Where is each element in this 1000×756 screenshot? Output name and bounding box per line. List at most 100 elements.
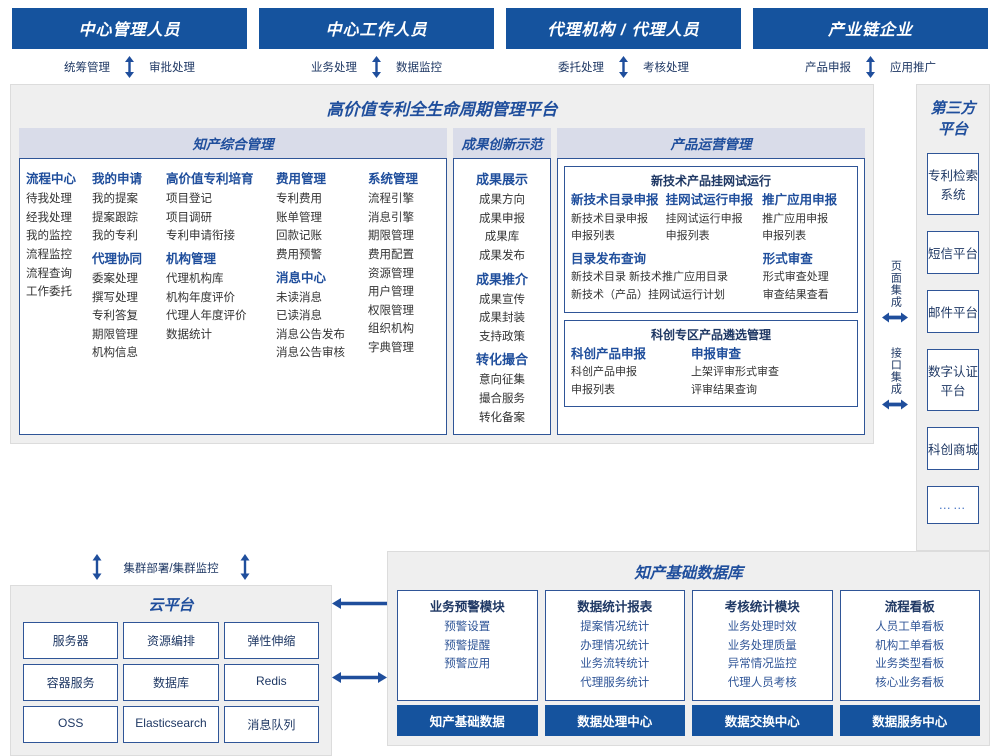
actor-title[interactable]: 代理机构 / 代理人员 (506, 8, 741, 49)
module-item[interactable]: 提案跟踪 (92, 211, 138, 224)
module-group-title[interactable]: 目录发布查询 (571, 251, 647, 266)
module-item[interactable]: 专利答复 (92, 310, 138, 323)
database-item[interactable]: 人员工单看板 (875, 621, 945, 633)
module-item[interactable]: 已读消息 (276, 310, 322, 323)
module-item[interactable]: 审查结果查看 (762, 289, 829, 302)
third-party-item[interactable]: 科创商城 (927, 427, 979, 470)
database-item[interactable]: 异常情况监控 (727, 658, 797, 671)
database-item[interactable]: 预警提醒 (444, 639, 491, 652)
module-item[interactable]: 申报列表 (571, 383, 615, 396)
module-item[interactable]: 费用配置 (368, 248, 414, 261)
module-item[interactable]: 项目调研 (166, 211, 212, 224)
module-item[interactable]: 转化备案 (479, 411, 525, 424)
module-item[interactable]: 专利申请衔接 (166, 230, 235, 243)
database-footer[interactable]: 数据处理中心 (544, 704, 685, 736)
module-item[interactable]: 权限管理 (368, 304, 414, 317)
cloud-item[interactable]: Redis (223, 664, 319, 701)
module-item[interactable]: 撮合服务 (479, 393, 525, 405)
third-party-item[interactable]: 数字认证平台 (927, 349, 979, 411)
module-item[interactable]: 委案处理 (92, 272, 138, 285)
module-item[interactable]: 资源管理 (368, 267, 414, 280)
module-group-title[interactable]: 推广应用申报 (762, 193, 838, 207)
module-item[interactable]: 用户管理 (368, 286, 414, 299)
cloud-item[interactable]: 服务器 (23, 622, 119, 659)
module-item[interactable]: 工作委托 (26, 286, 72, 299)
module-item[interactable]: 经我处理 (26, 211, 72, 224)
module-item[interactable]: 字典管理 (368, 342, 414, 354)
module-item[interactable]: 未读消息 (276, 291, 322, 304)
module-item[interactable]: 我的监控 (26, 230, 72, 243)
module-group-title[interactable]: 系统管理 (368, 172, 419, 186)
database-item[interactable]: 业务类型看板 (875, 658, 945, 671)
database-footer[interactable]: 数据服务中心 (839, 704, 980, 736)
module-group-title[interactable]: 代理协同 (92, 251, 143, 266)
actor-title[interactable]: 产业链企业 (753, 8, 988, 49)
database-item[interactable]: 业务处理质量 (727, 639, 797, 652)
module-item[interactable]: 挂网试运行申报 (665, 212, 743, 225)
module-item[interactable]: 专利费用 (276, 193, 322, 205)
module-group-title[interactable]: 新技术目录申报 (571, 193, 659, 207)
database-item[interactable]: 机构工单看板 (875, 639, 945, 652)
module-group-title[interactable]: 高价值专利培育 (166, 172, 254, 186)
module-item[interactable]: 上架评审形式审查 (691, 366, 779, 379)
module-item[interactable]: 申报列表 (571, 230, 615, 243)
module-item[interactable]: 撰写处理 (92, 291, 138, 304)
cloud-item[interactable]: 容器服务 (23, 664, 119, 701)
module-item[interactable]: 新技术目录申报 (571, 212, 648, 225)
database-item[interactable]: 业务处理时效 (727, 621, 797, 633)
module-group-title[interactable]: 费用管理 (276, 172, 327, 186)
actor-title[interactable]: 中心工作人员 (259, 8, 494, 49)
third-party-item[interactable]: 短信平台 (927, 231, 979, 274)
database-card-title[interactable]: 业务预警模块 (429, 600, 505, 614)
actor-title[interactable]: 中心管理人员 (12, 8, 247, 49)
module-item[interactable]: 推广应用申报 (762, 212, 829, 225)
module-group-title[interactable]: 流程中心 (26, 172, 77, 186)
module-group-title[interactable]: 转化撮合 (475, 352, 528, 368)
module-item[interactable]: 代理机构库 (166, 272, 224, 285)
module-item[interactable]: 形式审查处理 (762, 271, 829, 284)
module-group-title[interactable]: 消息中心 (276, 270, 327, 285)
module-item[interactable]: 待我处理 (26, 193, 72, 205)
module-item[interactable]: 代理人年度评价 (166, 310, 247, 323)
module-item[interactable]: 流程监控 (26, 248, 72, 261)
module-item[interactable]: 消息公告发布 (276, 328, 345, 341)
module-item[interactable]: 成果宣传 (479, 293, 525, 306)
database-item[interactable]: 办理情况统计 (580, 639, 650, 652)
module-group-title[interactable]: 成果展示 (475, 172, 528, 187)
module-item[interactable]: 评审结果查询 (691, 383, 757, 396)
module-group-title[interactable]: 形式审查 (762, 251, 813, 266)
database-item[interactable]: 业务流转统计 (580, 658, 650, 671)
module-group-title[interactable]: 挂网试运行申报 (665, 193, 754, 207)
database-card-title[interactable]: 考核统计模块 (724, 600, 800, 614)
module-item[interactable]: 组织机构 (368, 323, 414, 336)
database-footer[interactable]: 数据交换中心 (692, 704, 833, 736)
database-item[interactable]: 预警设置 (444, 621, 491, 633)
module-item[interactable]: 新技术目录 新技术推广应用目录 (571, 271, 729, 284)
module-item[interactable]: 我的提案 (92, 193, 138, 205)
module-item[interactable]: 消息公告审核 (276, 347, 345, 360)
module-item[interactable]: 成果方向 (479, 194, 525, 206)
database-item[interactable]: 核心业务看板 (875, 676, 945, 689)
module-item[interactable]: 成果申报 (479, 212, 525, 225)
database-item[interactable]: 代理人员考核 (727, 676, 797, 689)
database-card-title[interactable]: 流程看板 (884, 600, 935, 614)
module-group-title[interactable]: 机构管理 (166, 251, 217, 266)
module-item[interactable]: 支持政策 (479, 330, 525, 343)
database-card-title[interactable]: 数据统计报表 (577, 600, 653, 614)
module-item[interactable]: 账单管理 (276, 211, 322, 224)
module-item[interactable]: 机构信息 (92, 347, 138, 360)
module-item[interactable]: 期限管理 (368, 230, 414, 243)
cloud-item[interactable]: 数据库 (123, 664, 219, 701)
module-group-title[interactable]: 我的申请 (92, 172, 143, 186)
database-item[interactable]: 提案情况统计 (580, 621, 650, 633)
module-item[interactable]: 科创产品申报 (571, 366, 637, 379)
module-item[interactable]: 数据统计 (166, 328, 212, 341)
module-item[interactable]: 申报列表 (762, 230, 807, 243)
module-item[interactable]: 我的专利 (92, 230, 138, 243)
module-item[interactable]: 新技术（产品）挂网试运行计划 (571, 289, 725, 302)
third-party-item[interactable]: 专利检索系统 (927, 153, 979, 215)
third-party-item[interactable]: 邮件平台 (927, 290, 979, 333)
module-group-title[interactable]: 成果推介 (475, 271, 528, 287)
module-item[interactable]: 流程查询 (26, 267, 72, 280)
module-item[interactable]: 申报列表 (665, 230, 710, 243)
